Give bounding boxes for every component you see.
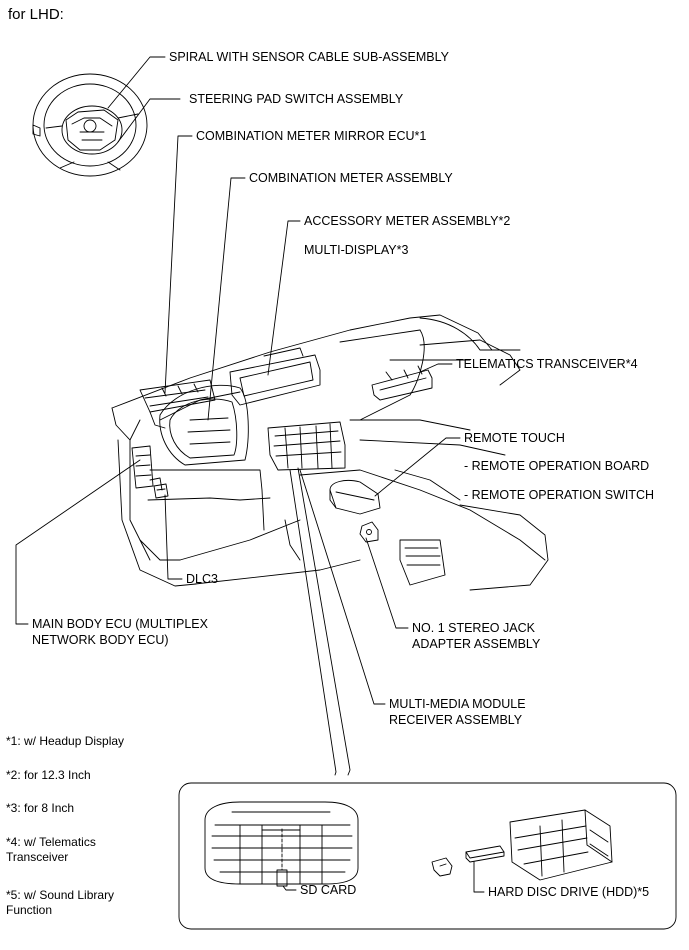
label-remote-operation-switch: - REMOTE OPERATION SWITCH (464, 488, 655, 502)
footnote-3: *3: for 8 Inch (6, 801, 74, 816)
label-accessory-meter: ACCESSORY METER ASSEMBLY*2 (304, 214, 511, 228)
label-mirror-ecu: COMBINATION METER MIRROR ECU*1 (196, 129, 427, 143)
label-stereo-jack-line1: NO. 1 STEREO JACK (412, 621, 535, 635)
main-body-ecu-illustration (131, 445, 163, 491)
label-main-body-ecu-line1: MAIN BODY ECU (MULTIPLEX (32, 617, 208, 631)
inset-hdd (465, 845, 505, 893)
label-hard-disc-drive: HARD DISC DRIVE (HDD)*5 (488, 885, 650, 899)
stereo-jack-illustration (359, 521, 379, 543)
label-remote-touch: REMOTE TOUCH (464, 431, 565, 445)
leader-lines (15, 56, 461, 776)
dashboard-illustration (111, 314, 549, 591)
inset-bracket (431, 857, 453, 877)
label-telematics-transceiver: TELEMATICS TRANSCEIVER*4 (456, 357, 638, 371)
inset-receiver-front (204, 801, 359, 891)
label-spiral-cable: SPIRAL WITH SENSOR CABLE SUB-ASSEMBLY (169, 50, 449, 64)
footnote-4-line1: *4: w/ Telematics (6, 835, 96, 849)
label-stereo-jack-line2: ADAPTER ASSEMBLY (412, 637, 541, 651)
mirror-ecu-illustration (139, 379, 216, 429)
footnote-1: *1: w/ Headup Display (6, 734, 124, 749)
label-sd-card: SD CARD (300, 883, 357, 897)
footnote-5-line1: *5: w/ Sound Library (6, 888, 115, 902)
footnote-2-line1: *2: for 12.3 Inch (6, 768, 91, 782)
footnote-5-line2: Function (6, 903, 53, 917)
footnote-4-line2: Transceiver (6, 850, 69, 864)
footnote-4: *4: w/ Telematics Transceiver (6, 835, 96, 865)
telematics-illustration (371, 365, 433, 401)
label-multimedia-receiver-line2: RECEIVER ASSEMBLY (389, 713, 523, 727)
remote-touch-illustration (329, 479, 381, 515)
label-dlc3: DLC3 (186, 572, 218, 586)
label-steering-pad-switch: STEERING PAD SWITCH ASSEMBLY (189, 92, 404, 106)
combination-meter-illustration (159, 384, 249, 466)
diagram-header: for LHD: (8, 6, 64, 23)
dlc3-illustration (153, 483, 169, 499)
inset-frame (178, 782, 677, 930)
multimedia-receiver-illustration (267, 421, 346, 471)
inset-receiver-3d (509, 809, 613, 881)
footnote-2: *2: for 12.3 Inch (6, 768, 91, 783)
label-multi-display: MULTI-DISPLAY*3 (304, 243, 409, 257)
accessory-meter-illustration (229, 347, 321, 406)
footnote-3-line1: *3: for 8 Inch (6, 801, 75, 815)
label-multimedia-receiver-line1: MULTI-MEDIA MODULE (389, 697, 526, 711)
footnote-1-line1: *1: w/ Headup Display (6, 734, 125, 748)
label-combination-meter: COMBINATION METER ASSEMBLY (249, 171, 453, 185)
label-remote-operation-board: - REMOTE OPERATION BOARD (464, 459, 650, 473)
label-main-body-ecu-line2: NETWORK BODY ECU) (32, 633, 169, 647)
footnote-5: *5: w/ Sound Library Function (6, 888, 114, 918)
steering-wheel-illustration (32, 73, 148, 177)
